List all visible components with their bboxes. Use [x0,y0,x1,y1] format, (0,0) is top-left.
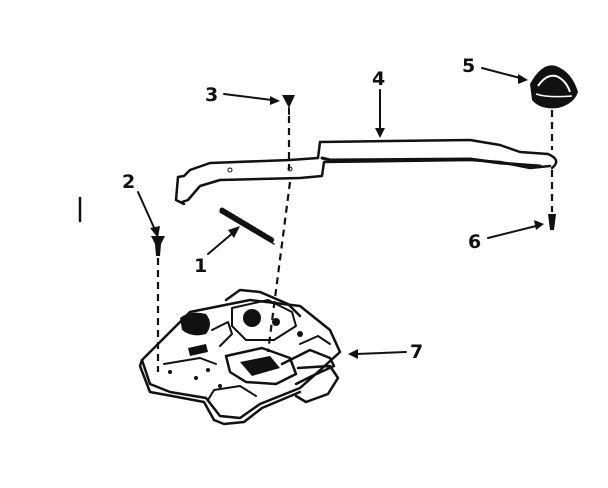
part-5-knob [530,65,578,109]
callout-7: 7 [410,341,423,363]
leader-7 [348,349,407,359]
leader-1 [207,226,240,255]
part-1-spring [219,207,275,245]
alignment-line-rod-to-base [266,181,292,353]
part-4-lever-rod [174,138,558,206]
leader-2 [137,191,160,238]
part-3-screw [282,95,295,115]
callout-4: 4 [372,68,385,90]
callout-3: 3 [205,84,218,106]
callout-2: 2 [122,171,135,193]
part-7-base-plate [138,288,342,426]
part-6-screw [548,214,556,230]
callout-1: 1 [194,255,207,277]
leader-5 [481,67,528,84]
callout-6: 6 [468,231,481,253]
callout-5: 5 [462,55,475,77]
part-2-screw [151,236,165,256]
leader-4 [375,89,385,138]
leader-6 [487,220,544,239]
leader-3 [223,93,280,105]
